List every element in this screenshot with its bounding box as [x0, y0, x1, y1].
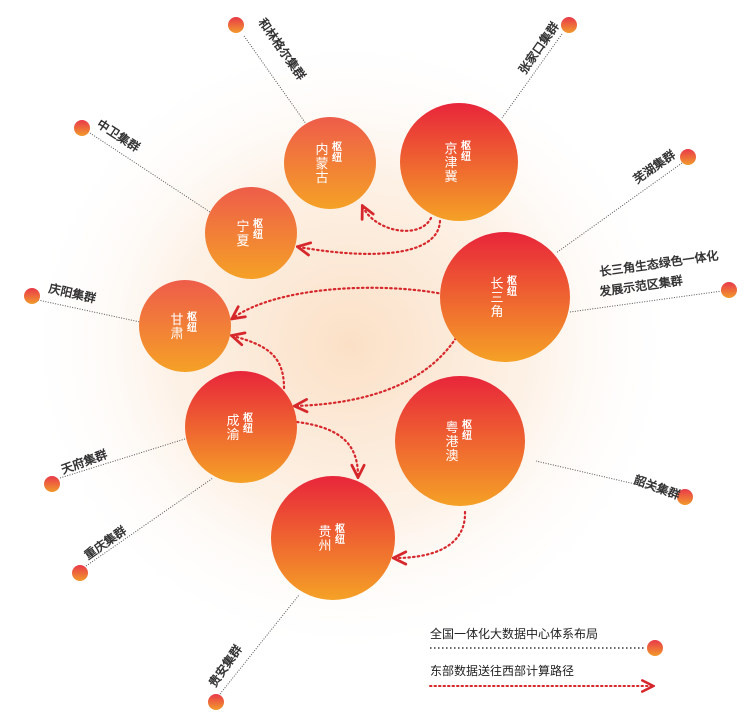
- hub-circle: [139, 280, 231, 372]
- cluster-zhangjiakou: 张家口集群: [515, 17, 577, 77]
- hub-name-char: 贵: [318, 525, 331, 540]
- hub-tag-char: 枢: [187, 310, 197, 323]
- leader-line-shaoguan: [535, 460, 679, 495]
- hub-name-char: 津: [444, 156, 457, 171]
- hub-name-char: 角: [490, 305, 503, 320]
- cluster-label: 张家口集群: [515, 19, 562, 77]
- hub-tag-char: 纽: [462, 429, 472, 442]
- route-jingjinji-to-neimenggu: [363, 207, 433, 232]
- hub-tag-char: 纽: [243, 422, 253, 435]
- route-chengyu-to-gansu: [233, 336, 286, 390]
- route-changsanjiao-to-chengyu: [296, 336, 458, 406]
- cluster-guian: 贵安集群: [205, 642, 245, 710]
- hub-name-char: 冀: [444, 169, 457, 185]
- hub-name-char: 渝: [226, 427, 239, 443]
- hub-circles: 内蒙古枢纽京津冀枢纽宁夏枢纽长三角枢纽甘肃枢纽成渝枢纽粤港澳枢纽贵州枢纽: [139, 103, 570, 600]
- legend-layout-dot: [647, 640, 663, 656]
- hub-circle: [185, 371, 297, 483]
- hub-tag-char: 纽: [507, 285, 517, 298]
- hub-jingjinji: 京津冀 枢纽: [400, 103, 518, 221]
- leader-line-guian: [219, 594, 300, 695]
- cluster-label: 韶关集群: [632, 472, 682, 503]
- hub-name-char: 古: [315, 171, 328, 186]
- hub-name-char: 夏: [236, 234, 249, 249]
- hub-name-char: 甘: [170, 313, 183, 328]
- hub-name-char: 长: [490, 277, 503, 292]
- hub-name-char: 京: [444, 142, 457, 157]
- hub-tag-char: 枢: [507, 274, 517, 287]
- background-glow: [20, 30, 680, 660]
- hub-circle: [395, 376, 525, 506]
- cluster-shaoguan: 韶关集群: [632, 472, 693, 505]
- hub-tag-char: 纽: [253, 228, 263, 241]
- hub-name-char: 宁: [236, 219, 249, 235]
- cluster-dot: [677, 489, 693, 505]
- cluster-label: 芜湖集群: [630, 147, 678, 187]
- leader-line-chongqing: [85, 477, 214, 567]
- hub-circle: [205, 187, 297, 279]
- cluster-leader-lines: [37, 33, 723, 695]
- cluster-dot: [721, 282, 737, 298]
- route-chengyu-to-guizhou: [295, 420, 358, 476]
- cluster-dot: [208, 694, 224, 710]
- hub-name-char: 成: [226, 414, 239, 429]
- hub-name-char: 三: [490, 291, 503, 306]
- hub-name-char: 州: [318, 539, 331, 554]
- cluster-dot: [44, 476, 60, 492]
- hub-name-char: 蒙: [315, 157, 328, 172]
- hub-tag-char: 枢: [243, 411, 253, 424]
- hub-neimenggu: 内蒙古 枢纽: [284, 117, 376, 209]
- cluster-dot: [24, 288, 40, 304]
- cluster-wuhu: 芜湖集群: [630, 147, 696, 187]
- hub-circle: [284, 117, 376, 209]
- hub-tag-char: 枢: [335, 522, 345, 535]
- hub-tag-char: 枢: [462, 418, 472, 431]
- legend-layout-label: 全国一体化大数据中心体系布局: [430, 626, 598, 641]
- hub-circle: [400, 103, 518, 221]
- hub-tag-char: 纽: [187, 321, 197, 334]
- cluster-dot: [228, 17, 244, 33]
- hub-changsanjiao: 长三角 枢纽: [440, 232, 570, 362]
- route-yuegangao-to-guizhou: [395, 510, 467, 558]
- cluster-dot: [72, 565, 88, 581]
- hub-name-char: 肃: [170, 327, 183, 342]
- leader-line-changsanjiao_demo: [569, 290, 723, 313]
- hub-tag-char: 枢: [253, 217, 263, 230]
- hub-name-char: 内: [315, 142, 328, 158]
- route-jingjinji-to-ningxia: [299, 219, 442, 254]
- data-route-arrows: [233, 207, 467, 558]
- cluster-dot: [561, 17, 577, 33]
- hub-tag-char: 枢: [461, 139, 471, 152]
- hub-name-char: 粤: [445, 420, 458, 436]
- route-changsanjiao-to-gansu: [233, 286, 445, 318]
- cluster-label: 贵安集群: [205, 642, 245, 690]
- cluster-dot: [680, 149, 696, 165]
- hub-tag-char: 纽: [461, 150, 471, 163]
- hub-yuegangao: 粤港澳 枢纽: [395, 376, 525, 506]
- leader-line-wuhu: [555, 162, 683, 254]
- hub-name-char: 澳: [445, 448, 458, 464]
- hub-circle: [271, 476, 395, 600]
- legend: 全国一体化大数据中心体系布局 东部数据送往西部计算路径: [429, 626, 663, 686]
- cluster-dot: [74, 120, 90, 136]
- legend-route-label: 东部数据送往西部计算路径: [430, 663, 574, 678]
- hub-circle: [440, 232, 570, 362]
- hub-tag-char: 纽: [332, 151, 342, 164]
- hub-name-char: 港: [445, 435, 458, 450]
- hub-tag-char: 纽: [335, 533, 345, 546]
- hub-tag-char: 枢: [332, 140, 342, 153]
